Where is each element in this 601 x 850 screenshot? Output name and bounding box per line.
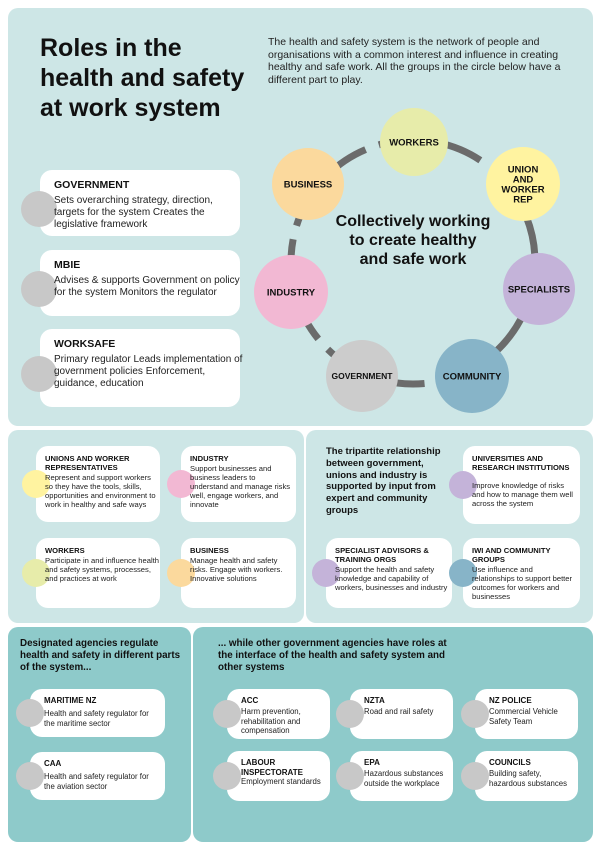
intro-text: The health and safety system is the netw… [268,36,561,86]
node-union-and-worker-rep [486,147,560,221]
universities-card: UNIVERSITIES AND RESEARCH INSTITUTIONS I… [449,446,580,524]
iwi-community-card: IWI AND COMMUNITY GROUPS Use influence a… [449,538,580,608]
business-card: BUSINESS Manage health and safety risks.… [167,538,296,608]
specialist-advisors-card: SPECIALIST ADVISORS & TRAINING ORGS Supp… [312,538,452,608]
node-industry [254,255,328,329]
node-label-government: GOVERNMENT [332,371,394,381]
worksafe-card: WORKSAFE Primary regulator Leads impleme… [21,329,242,407]
councils-card-body: Building safety, hazardous substances [489,769,568,788]
caa-card-title: CAA [44,759,62,768]
node-label-industry: INDUSTRY [267,287,316,298]
unions-card-title: UNIONS AND WORKER REPRESENTATIVES [45,454,130,472]
unions-card: UNIONS AND WORKER REPRESENTATIVES Repres… [22,446,160,522]
workers-card-body: Participate in and influence health and … [45,556,159,583]
business-card-body: Manage health and safety risks. Engage w… [190,556,283,583]
business-card-title: BUSINESS [190,546,229,555]
nzta-card-title: NZTA [364,696,385,705]
iwi-community-card-body: Use influence and relationships to suppo… [472,565,573,601]
labour-inspectorate-card-title: LABOUR INSPECTORATE [241,758,303,777]
business-card-dot [167,559,195,587]
maritime-nz-card-title: MARITIME NZ [44,696,97,705]
government-card-title: GOVERNMENT [54,179,130,191]
epa-card: EPA Hazardous substances outside the wor… [336,751,453,801]
nz-police-card-dot [461,700,489,728]
government-card-body: Sets overarching strategy, direction, ta… [54,195,213,230]
government-card-dot [21,191,57,227]
worksafe-card-title: WORKSAFE [54,338,116,350]
node-specialists [503,253,575,325]
workers-card-dot [22,559,50,587]
worksafe-card-body: Primary regulator Leads implementation o… [54,354,243,389]
specialist-advisors-card-title: SPECIALIST ADVISORS & TRAINING ORGS [335,546,429,564]
universities-card-body: Improve knowledge of risks and how to ma… [472,481,573,508]
nzta-card-dot [336,700,364,728]
tripartite-text: The tripartite relationship between gove… [326,446,441,516]
caa-card-dot [16,762,44,790]
caa-card: CAA Health and safety regulator for the … [16,752,165,800]
nzta-card: NZTA Road and rail safety [336,689,453,739]
industry-card-body: Support businesses and business leaders … [190,464,291,509]
maritime-nz-card: MARITIME NZ Health and safety regulator … [16,689,165,737]
epa-card-dot [336,762,364,790]
node-label-community: COMMUNITY [443,371,502,382]
node-label-workers: WORKERS [389,137,439,148]
specialist-advisors-card-body: Support the health and safety knowledge … [335,565,448,592]
designated-heading: Designated agencies regulate health and … [20,638,181,673]
node-government [326,340,398,412]
mbie-card-dot [21,271,57,307]
universities-card-dot [449,471,477,499]
circle-center-text: Collectively working to create healthy a… [335,213,491,268]
node-label-specialists: SPECIALISTS [508,284,570,295]
workers-card: WORKERS Participate in and influence hea… [22,538,160,608]
epa-card-title: EPA [364,758,380,767]
councils-card: COUNCILS Building safety, hazardous subs… [461,751,578,801]
mbie-card-title: MBIE [54,259,81,271]
acc-card-title: ACC [241,696,259,705]
industry-card-dot [167,470,195,498]
worksafe-card-dot [21,356,57,392]
acc-card-dot [213,700,241,728]
node-workers [380,108,448,176]
node-business [272,148,344,220]
workers-card-title: WORKERS [45,546,85,555]
councils-card-title: COUNCILS [489,758,531,767]
acc-card-body: Harm prevention, rehabilitation and comp… [241,707,301,735]
nz-police-card-title: NZ POLICE [489,696,532,705]
labour-inspectorate-card: LABOUR INSPECTORATE Employment standards [213,751,330,801]
iwi-community-card-title: IWI AND COMMUNITY GROUPS [472,546,551,564]
mbie-card: MBIE Advises & supports Government on po… [21,250,240,316]
nz-police-card-body: Commercial Vehicle Safety Team [489,707,558,726]
nz-police-card: NZ POLICE Commercial Vehicle Safety Team [461,689,578,739]
labour-inspectorate-card-dot [213,762,241,790]
epa-card-body: Hazardous substances outside the workpla… [364,769,444,788]
industry-card-title: INDUSTRY [190,454,229,463]
node-label-business: BUSINESS [284,179,333,190]
maritime-nz-card-dot [16,699,44,727]
nzta-card-body: Road and rail safety [364,707,434,716]
unions-card-body: Represent and support workers so they ha… [45,473,156,509]
labour-inspectorate-card-body: Employment standards [241,777,321,786]
councils-card-dot [461,762,489,790]
page-title: Roles in the health and safety at work s… [40,34,245,122]
universities-card-title: UNIVERSITIES AND RESEARCH INSTITUTIONS [472,454,570,472]
mbie-card-body: Advises & supports Government on policy … [54,275,240,298]
unions-card-dot [22,470,50,498]
maritime-nz-card-body: Health and safety regulator for the mari… [44,709,149,728]
industry-card: INDUSTRY Support businesses and business… [167,446,296,522]
acc-card: ACC Harm prevention, rehabilitation and … [213,689,330,739]
node-community [435,339,509,413]
iwi-community-card-dot [449,559,477,587]
caa-card-body: Health and safety regulator for the avia… [44,772,149,791]
government-card: GOVERNMENT Sets overarching strategy, di… [21,170,240,236]
other-agencies-heading: ... while other government agencies have… [218,638,447,673]
specialist-advisors-card-dot [312,559,340,587]
